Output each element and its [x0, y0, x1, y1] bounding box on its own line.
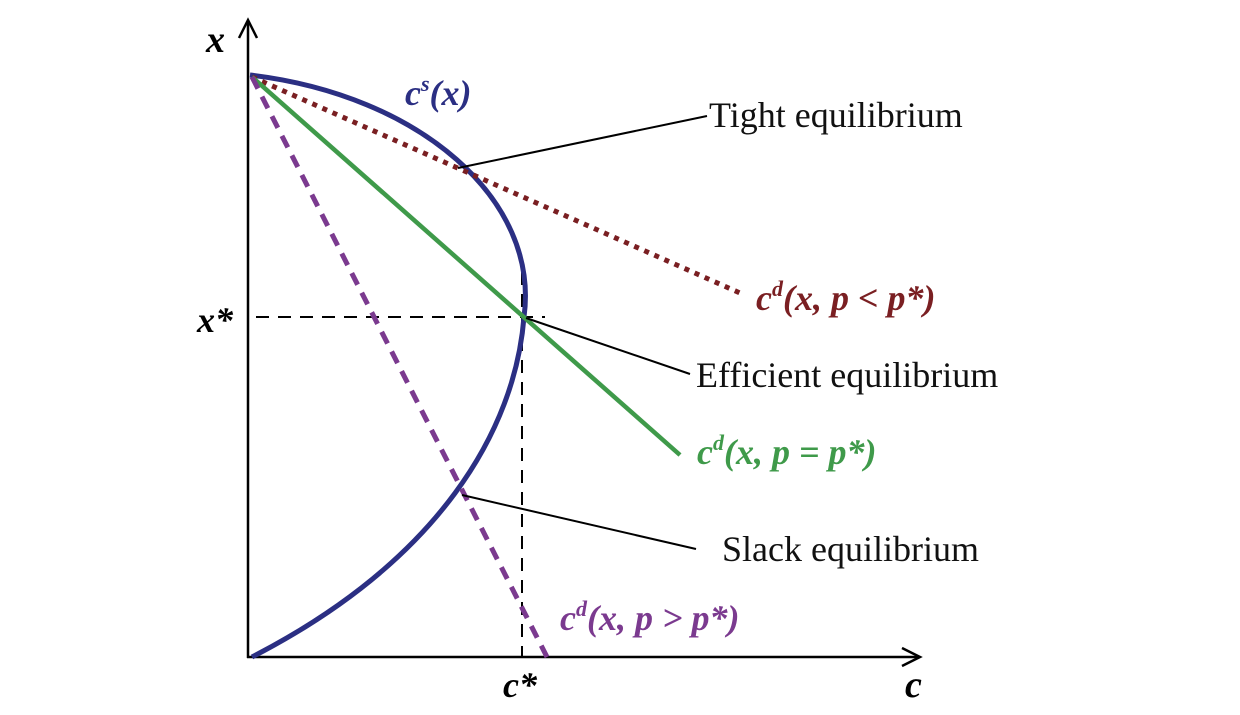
efficient-leader-line [525, 317, 691, 375]
demand-low-price-label: cd(x, p < p*) [756, 276, 935, 318]
y-axis-arrow-icon [237, 17, 259, 39]
x-axis-arrow-icon [901, 646, 923, 668]
x-star-label: x* [196, 300, 234, 340]
demand-curve-eq-price [250, 75, 682, 457]
tight-leader-line [457, 115, 708, 169]
demand-eq-price-label: cd(x, p = p*) [697, 430, 876, 472]
y-axis-label: x [205, 19, 225, 61]
demand-curve-low-price [250, 74, 742, 296]
demand-curve-high-price [249, 75, 550, 659]
supply-curve-label: cs(x) [405, 71, 472, 113]
c-star-label: c* [503, 665, 538, 705]
efficient-equilibrium-label: Efficient equilibrium [696, 355, 998, 395]
x-axis-label: c [905, 664, 922, 706]
slack-equilibrium-label: Slack equilibrium [722, 529, 979, 569]
demand-high-price-label: cd(x, p > p*) [560, 596, 739, 638]
axes [237, 17, 923, 668]
tight-equilibrium-label: Tight equilibrium [709, 95, 963, 135]
slack-leader-line [461, 494, 697, 550]
